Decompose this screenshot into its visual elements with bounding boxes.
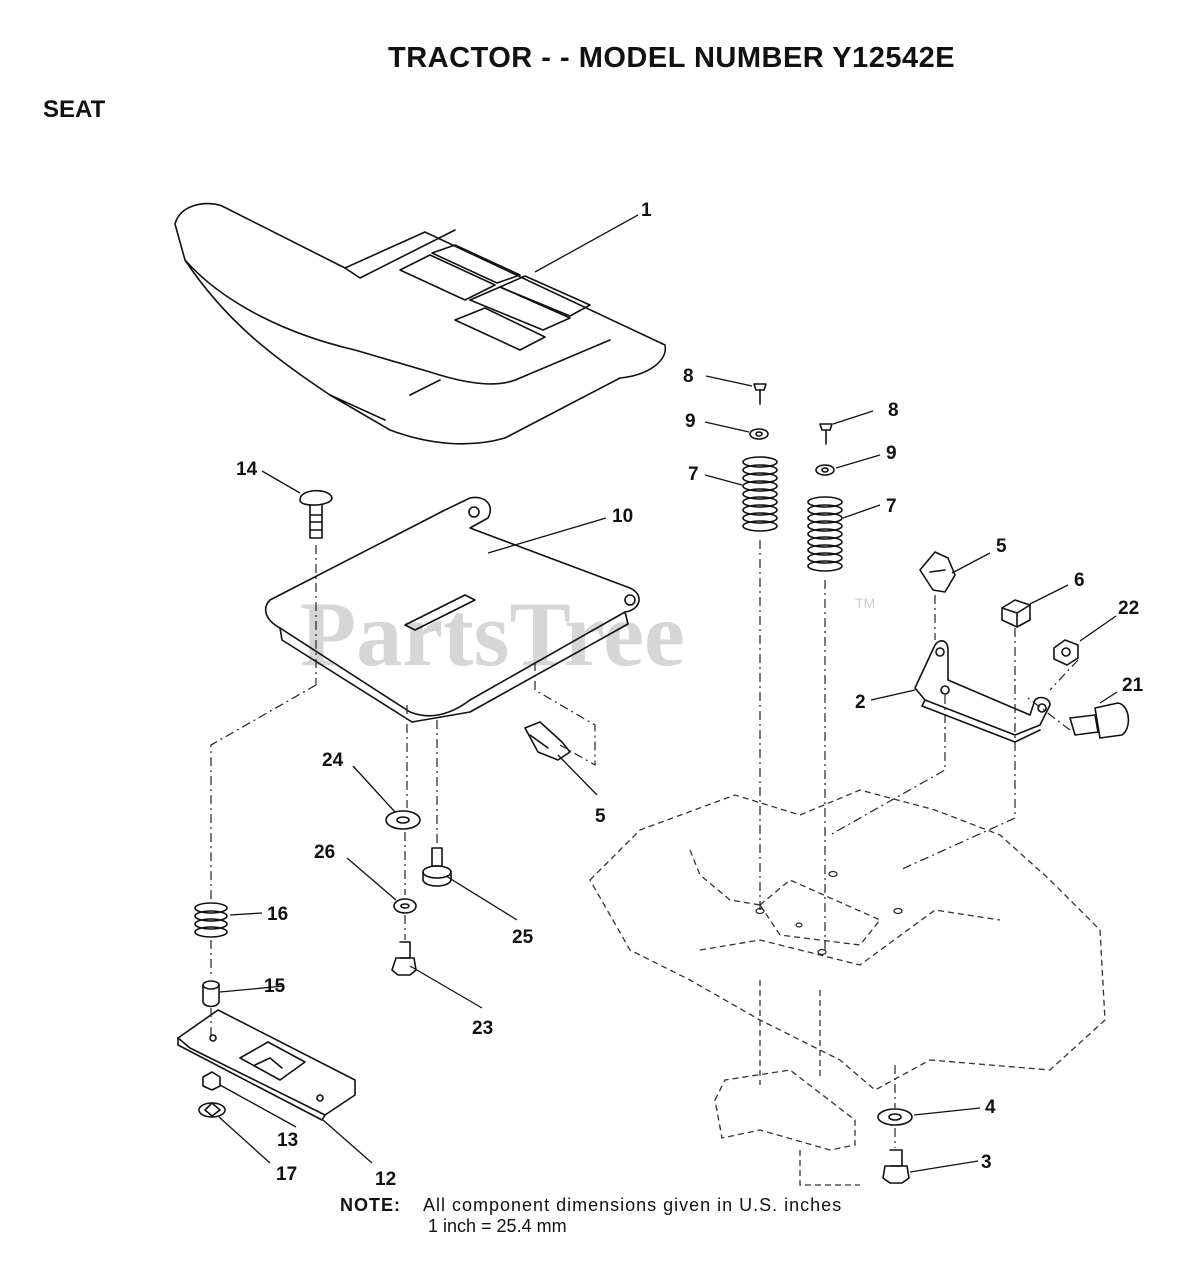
callout-6: 6 bbox=[1074, 570, 1085, 591]
callout-2: 2 bbox=[855, 692, 866, 713]
callout-25: 25 bbox=[512, 927, 534, 948]
washer-part-9-right bbox=[815, 464, 835, 476]
clip-part-5-right bbox=[919, 551, 956, 593]
shoulder-bolt-part-21 bbox=[1069, 702, 1130, 739]
carriage-bolt-part-14 bbox=[299, 489, 333, 539]
washer-part-9-left bbox=[749, 428, 769, 440]
adjuster-plate-part-12 bbox=[177, 1009, 356, 1121]
callout-9-left: 9 bbox=[685, 411, 696, 432]
hex-nut-part-6 bbox=[1001, 599, 1031, 628]
lock-washer-part-26 bbox=[393, 898, 417, 914]
callout-1: 1 bbox=[641, 200, 652, 221]
bolt-part-3 bbox=[882, 1149, 910, 1184]
callout-7-left: 7 bbox=[688, 464, 699, 485]
callout-9-right: 9 bbox=[886, 443, 897, 464]
note-text-1: All component dimensions given in U.S. i… bbox=[423, 1195, 843, 1215]
assembly-lines bbox=[210, 540, 1079, 1148]
hex-bolt-part-23 bbox=[391, 941, 417, 976]
callouts: 1 10 14 8 9 7 8 9 7 5 6 22 21 2 5 24 26 … bbox=[236, 200, 1144, 1190]
chassis-holes bbox=[755, 870, 903, 956]
callout-13: 13 bbox=[277, 1130, 298, 1151]
note-text-2: 1 inch = 25.4 mm bbox=[428, 1216, 567, 1236]
seat-bracket-part-2 bbox=[914, 640, 1051, 743]
callout-8-right: 8 bbox=[888, 400, 899, 421]
note-label: NOTE: bbox=[340, 1195, 401, 1215]
callout-24: 24 bbox=[322, 750, 344, 771]
spacer-part-15 bbox=[202, 980, 220, 1008]
callout-5-left: 5 bbox=[595, 806, 606, 827]
callout-26: 26 bbox=[314, 842, 335, 863]
callout-8-left: 8 bbox=[683, 366, 694, 387]
callout-17: 17 bbox=[276, 1164, 297, 1185]
shoulder-bolt-part-25 bbox=[422, 847, 452, 887]
callout-21: 21 bbox=[1122, 675, 1144, 696]
callout-14: 14 bbox=[236, 459, 258, 480]
callout-23: 23 bbox=[472, 1018, 493, 1039]
watermark: PartsTree bbox=[300, 583, 685, 685]
callout-16: 16 bbox=[267, 904, 288, 925]
spring-part-16 bbox=[194, 902, 228, 938]
leader-lines bbox=[218, 214, 1118, 1173]
seat-pan-part-10 bbox=[264, 496, 640, 723]
seat-part-1 bbox=[174, 202, 667, 445]
tractor-chassis bbox=[589, 789, 1106, 1186]
nut-part-13 bbox=[202, 1071, 221, 1091]
callout-5-right: 5 bbox=[996, 536, 1007, 557]
spring-part-7-left bbox=[742, 456, 778, 532]
callout-10: 10 bbox=[612, 506, 633, 527]
callout-15: 15 bbox=[264, 976, 286, 997]
callout-7-right: 7 bbox=[886, 496, 897, 517]
spring-part-7-right bbox=[807, 496, 843, 572]
washer-part-24 bbox=[385, 810, 421, 830]
page-title: TRACTOR - - MODEL NUMBER Y12542E bbox=[388, 42, 956, 74]
section-title: SEAT bbox=[43, 96, 106, 123]
callout-12: 12 bbox=[375, 1169, 396, 1190]
screw-part-8-left bbox=[753, 383, 767, 405]
note-line-1: NOTE: All component dimensions given in U… bbox=[340, 1195, 842, 1216]
screw-part-8-right bbox=[819, 423, 833, 445]
callout-4: 4 bbox=[985, 1097, 996, 1118]
washer-part-4 bbox=[877, 1108, 913, 1126]
flange-nut-part-17 bbox=[198, 1102, 226, 1118]
clip-part-5-left bbox=[524, 721, 571, 761]
callout-22: 22 bbox=[1118, 598, 1139, 619]
watermark-tm: TM bbox=[855, 595, 875, 611]
nut-part-22 bbox=[1053, 639, 1079, 666]
callout-3: 3 bbox=[981, 1152, 992, 1173]
